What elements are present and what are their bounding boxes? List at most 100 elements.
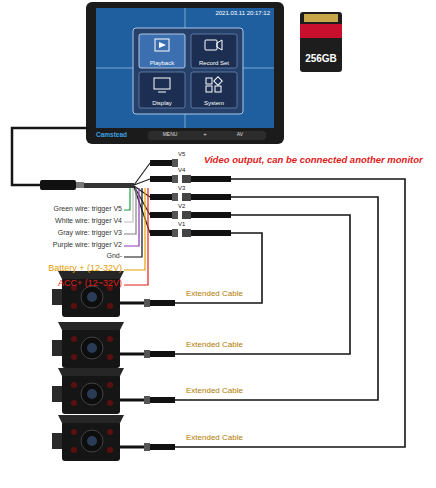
menu-tile [191,34,237,68]
display-icon [154,78,170,89]
cable-label: Extended Cable [186,387,243,396]
acc-wire [124,188,148,285]
extension-cable [175,197,378,400]
ir-led [107,303,113,309]
node-text: Playback [150,60,174,68]
male-connector [172,175,178,183]
monitor-screen [96,8,274,128]
ir-led [107,447,113,453]
port-name: V4 [178,167,185,174]
button-label: MENU [163,132,178,138]
ir-led [71,303,77,309]
monitor-bezel [86,2,284,144]
node-text: System [204,100,224,108]
extension-cable [175,179,405,447]
male-connector [150,176,172,182]
extension-cable [175,233,262,303]
ground-wire [124,188,142,257]
ir-led [71,400,77,406]
camera-cable [120,302,144,305]
camera-connector [150,351,175,357]
cable-label: Extended Cable [186,434,243,443]
male-connector [172,211,178,219]
camera-connector [150,444,175,450]
wire-label: Gnd- [106,252,122,260]
button-label: AV [237,132,243,138]
female-connector [191,194,231,200]
record-icon [217,40,222,50]
port-name: V2 [178,203,185,210]
camera-cable [120,399,144,402]
female-connector [191,176,231,182]
male-connector [172,229,178,237]
gray-wire [124,188,136,234]
power-label: ACC+ (12~32V) [58,279,122,289]
camera-lens [87,343,97,353]
port-name: V5 [178,151,185,158]
ir-led [107,354,113,360]
ir-led [107,400,113,406]
port-name: V1 [178,221,185,228]
video-wire [134,179,150,185]
output-note: Video output, can be connected another m… [204,155,423,165]
ir-led [71,429,77,435]
menu-tile [139,34,185,68]
camera-lens [87,292,97,302]
ir-led [107,336,113,342]
cable-connector [40,180,76,190]
system-icon [206,78,212,84]
camera-bracket [52,386,62,402]
button-label: + [203,131,207,138]
camera-bracket [52,289,62,305]
camera-connector [150,300,175,306]
sd-contacts [304,14,338,22]
menu-tile [191,72,237,108]
system-icon [206,86,212,92]
camera-body [62,421,120,461]
ir-led [71,336,77,342]
video-wire [134,163,150,185]
cable-connector [76,182,84,188]
power-label: Battery + (12-32V) [48,264,122,274]
female-connector [191,212,231,218]
camera-hood [58,368,124,376]
sd-card [300,12,342,72]
camera-cable [120,353,144,356]
ir-led [71,447,77,453]
wire-harness [84,183,134,188]
male-connector [150,230,172,236]
male-connector [172,193,178,201]
male-connector [150,212,172,218]
camera [52,271,144,317]
camera-lens [87,389,97,399]
ir-led [71,382,77,388]
camera-connector [144,299,150,307]
camera-lens [81,383,103,405]
green-wire [124,188,130,210]
camera-body [62,374,120,414]
sd-card: 256GB [300,12,342,72]
cable-label: Extended Cable [186,290,243,299]
camera-lens [81,337,103,359]
ir-led [107,429,113,435]
playback-icon [159,42,166,48]
camera [52,322,144,368]
purple-wire [124,188,139,246]
female-connector [182,175,191,183]
cable-label: Extended Cable [186,341,243,350]
node-text: 256GB [305,53,337,72]
menu-tile: Display [139,72,185,108]
camera-hood [58,415,124,423]
camera-connector [144,350,150,358]
node-text: Record Set [199,60,229,68]
camera-hood [58,322,124,330]
camera-cable [120,446,144,449]
system-icon [215,86,221,92]
battery-wire [124,188,145,270]
female-connector [182,193,191,201]
record-icon [205,40,217,50]
button-strip [148,131,266,140]
camera-connector [144,396,150,404]
camera [52,368,144,414]
